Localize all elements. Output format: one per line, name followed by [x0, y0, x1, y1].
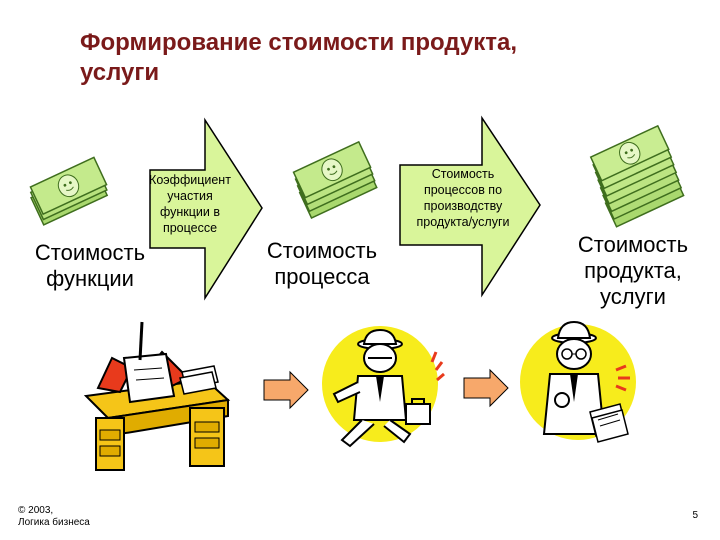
money-stack-icon: [282, 122, 382, 222]
product-cost-line-3: услуги: [558, 284, 708, 310]
page-number: 5: [692, 510, 698, 521]
function-cost-line-2: функции: [20, 266, 160, 292]
arrow-2-line-3: производству: [400, 198, 526, 214]
product-cost-line-2: продукта,: [558, 258, 708, 284]
arrow-1-line-3: функции в: [136, 204, 244, 220]
arrow-2-line-1: Стоимость: [400, 166, 526, 182]
flow-arrow-icon: [462, 368, 512, 408]
money-stack-icon: [578, 100, 688, 230]
person-at-desk-icon: [78, 318, 238, 478]
arrow-1-line-4: процессе: [136, 220, 244, 236]
function-cost-line-1: Стоимость: [20, 240, 160, 266]
process-cost-line-1: Стоимость: [252, 238, 392, 264]
product-cost-label: Стоимость продукта, услуги: [558, 232, 708, 310]
arrow-1-line-1: Коэффициент: [136, 172, 244, 188]
process-cost-label: Стоимость процесса: [252, 238, 392, 290]
walking-businessman-icon: [318, 322, 458, 462]
arrow-2-text: Стоимость процессов по производству прод…: [400, 166, 526, 230]
process-cost-line-2: процесса: [252, 264, 392, 290]
arrow-1-text: Коэффициент участия функции в процессе: [136, 172, 244, 236]
arrow-2-line-2: процессов по: [400, 182, 526, 198]
copyright-text: © 2003,: [18, 505, 90, 517]
flow-arrow-icon: [262, 370, 312, 410]
function-cost-label: Стоимость функции: [20, 240, 160, 292]
product-cost-line-1: Стоимость: [558, 232, 708, 258]
money-stack-icon: [22, 152, 112, 232]
arrow-1-line-2: участия: [136, 188, 244, 204]
arrow-2-line-4: продукта/услуги: [400, 214, 526, 230]
company-text: Логика бизнеса: [18, 517, 90, 529]
footer-copyright: © 2003, Логика бизнеса: [18, 505, 90, 529]
thinking-businessman-icon: [512, 316, 652, 456]
